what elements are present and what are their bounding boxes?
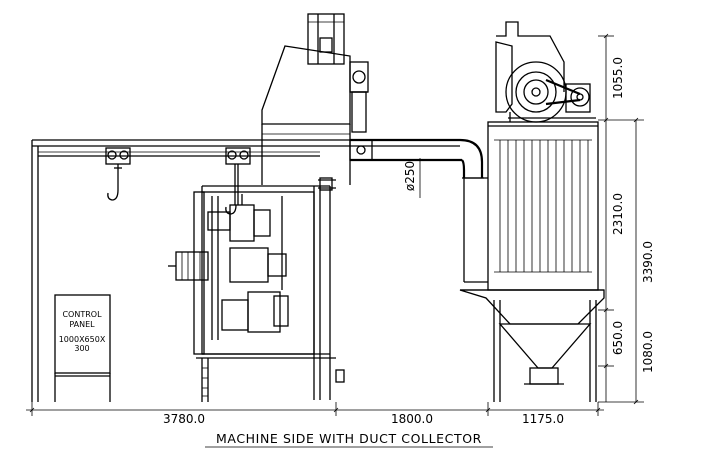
dust-collector bbox=[459, 21, 605, 402]
control-panel-label-1: CONTROL bbox=[62, 310, 102, 319]
dimension-labels: 3780.0 1800.0 1175.0 1055.0 2310.0 3390.… bbox=[163, 57, 655, 426]
control-panel-label-3: 1000X650X bbox=[59, 335, 106, 344]
hoist-trolley-left bbox=[105, 147, 131, 201]
drawing-title: MACHINE SIDE WITH DUCT COLLECTOR bbox=[205, 431, 493, 448]
hoist-trolley-right bbox=[225, 147, 251, 215]
dim-total-height: 3390.0 bbox=[641, 241, 655, 283]
control-panel-label-4: 300 bbox=[74, 344, 89, 353]
drawing-title-text: MACHINE SIDE WITH DUCT COLLECTOR bbox=[216, 431, 482, 446]
control-panel-label-2: PANEL bbox=[69, 320, 95, 329]
dim-collector-width: 1175.0 bbox=[522, 412, 564, 426]
dim-hopper-height: 650.0 bbox=[611, 321, 625, 355]
shot-blast-machine bbox=[168, 13, 484, 402]
dimension-lines bbox=[26, 33, 644, 416]
dim-leg-height: 1080.0 bbox=[641, 331, 655, 373]
dim-fan-height: 1055.0 bbox=[611, 57, 625, 99]
dim-filter-height: 2310.0 bbox=[611, 193, 625, 235]
monorail-frame bbox=[31, 139, 460, 402]
fan-assembly bbox=[495, 21, 596, 123]
dim-duct-diameter: ø250 bbox=[403, 161, 417, 191]
dim-machine-length: 3780.0 bbox=[163, 412, 205, 426]
filter-bags bbox=[499, 140, 589, 272]
control-panel: CONTROL PANEL 1000X650X 300 bbox=[54, 294, 111, 402]
dim-gap-length: 1800.0 bbox=[391, 412, 433, 426]
